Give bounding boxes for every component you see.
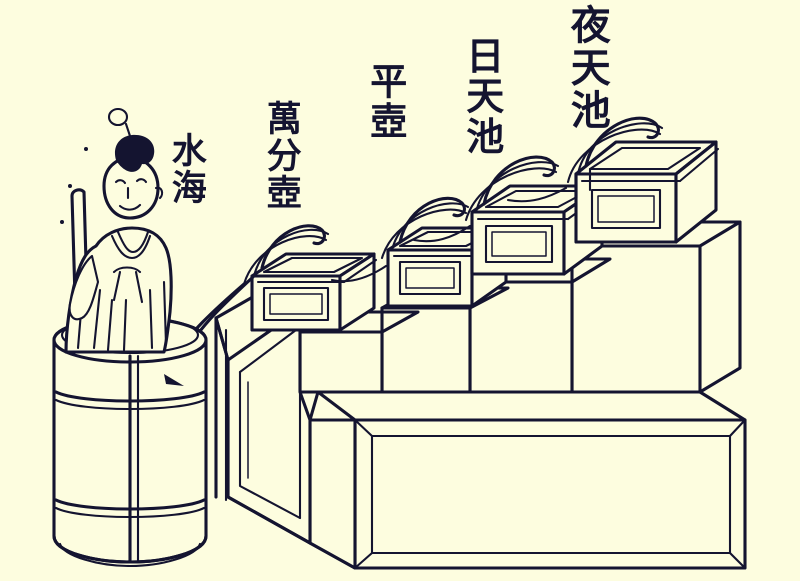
label-wan-fen-hu: 萬分壺 — [260, 100, 302, 212]
label-ping-hu: 平壺 — [363, 62, 408, 141]
tank-4-yetianchi — [574, 140, 720, 244]
receiver-barrel — [52, 315, 208, 568]
stepped-pedestals — [298, 220, 742, 394]
base-plinth — [308, 390, 747, 570]
tank-1-wanfenhu — [250, 252, 378, 332]
label-ri-tian-chi: 日天池 — [459, 36, 505, 157]
attendant-figure — [60, 107, 173, 354]
left-stringer-frame — [214, 268, 312, 545]
label-ye-tian-chi: 夜天池 — [563, 4, 611, 132]
label-shui-hai: 水海 — [165, 132, 207, 207]
